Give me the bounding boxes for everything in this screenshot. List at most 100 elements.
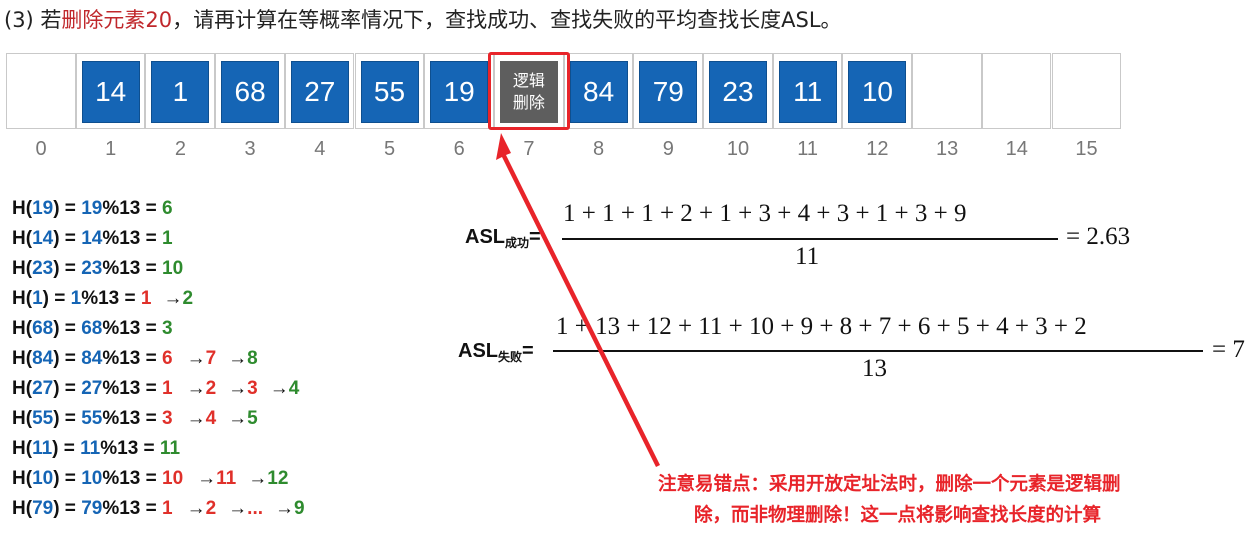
- probe-address: 2: [205, 378, 217, 399]
- probe-address: 11: [159, 438, 181, 459]
- hash-text: 55: [81, 408, 103, 429]
- probe-address: 3: [162, 318, 173, 339]
- hash-text: 10: [81, 468, 103, 489]
- asl-success-symbol: ASL: [465, 226, 505, 248]
- probe-address: 4: [205, 408, 217, 429]
- asl-fail-subscript: 失败: [498, 350, 523, 364]
- hash-line: H(19) = 19%13 = 6: [12, 194, 305, 224]
- hash-text: 11: [32, 438, 53, 459]
- table-index: 10: [726, 138, 750, 160]
- probe-address: 1: [162, 378, 173, 399]
- question-text: (3) 若删除元素20，请再计算在等概率情况下，查找成功、查找失败的平均查找长度…: [4, 4, 842, 34]
- hash-text: 11: [80, 438, 101, 459]
- asl-success-denominator: 11: [795, 243, 820, 270]
- hash-line: H(27) = 27%13 = 1→2→3→4: [12, 374, 305, 404]
- hash-text: H(: [12, 198, 33, 219]
- annotation-note: 注意易错点：采用开放定址法时，删除一个元素是逻辑删 除，而非物理删除！这一点将影…: [658, 469, 1260, 531]
- arrow-shape: [496, 133, 660, 467]
- hash-text: 84: [81, 348, 103, 369]
- table-index: 3: [244, 138, 256, 160]
- hash-text: 19: [32, 198, 54, 219]
- hash-text: 14: [32, 228, 54, 249]
- probe-address: 11: [216, 468, 237, 489]
- hash-text: ) =: [53, 498, 82, 519]
- deleted-marker: 逻辑 删除: [499, 61, 558, 123]
- hash-text: %13 =: [102, 408, 163, 429]
- hash-text: ) =: [53, 348, 82, 369]
- asl-fail-denominator: 13: [862, 355, 887, 382]
- probe-arrow: →: [275, 498, 295, 519]
- hash-text: 27: [32, 378, 54, 399]
- hash-text: H(: [12, 498, 33, 519]
- hash-text: 1: [32, 288, 43, 309]
- table-index: 15: [1075, 138, 1098, 160]
- table-cell: [1051, 53, 1122, 129]
- table-value: 11: [778, 61, 837, 123]
- hash-text: 14: [81, 228, 103, 249]
- probe-arrow: →: [186, 498, 206, 519]
- hash-line: H(10) = 10%13 = 10→11→12: [12, 464, 305, 494]
- hash-line: H(11) = 11%13 = 11: [12, 434, 305, 464]
- table-cell: 84: [563, 53, 634, 129]
- hash-text: ) =: [53, 378, 82, 399]
- hash-text: H(: [12, 378, 33, 399]
- hash-line: H(68) = 68%13 = 3: [12, 314, 305, 344]
- probe-address: 1: [162, 498, 173, 519]
- hash-text: H(: [12, 468, 33, 489]
- probe-arrow: →: [228, 498, 248, 519]
- probe-arrow: →: [186, 408, 206, 429]
- probe-address: 7: [205, 348, 217, 369]
- hash-text: 68: [32, 318, 54, 339]
- table-index: 14: [1005, 138, 1028, 160]
- probe-address: 4: [288, 378, 300, 399]
- hash-line: H(55) = 55%13 = 3→4→5: [12, 404, 305, 434]
- table-cell: [912, 53, 982, 129]
- hash-line: H(23) = 23%13 = 10: [12, 254, 305, 284]
- hash-line: H(1) = 1%13 = 1→2: [12, 284, 305, 314]
- table-index: 12: [866, 138, 889, 160]
- probe-arrow: →: [248, 468, 268, 489]
- table-cell: 79: [633, 53, 703, 129]
- table-index: 7: [523, 138, 535, 160]
- hash-text: 68: [81, 318, 103, 339]
- hash-text: %13 =: [102, 348, 163, 369]
- table-cell: 11: [772, 53, 843, 129]
- hash-text: ) =: [52, 438, 81, 459]
- probe-arrow: →: [197, 468, 217, 489]
- hash-line: H(14) = 14%13 = 1: [12, 224, 305, 254]
- table-index: 4: [314, 138, 326, 160]
- note-line-1: 注意易错点：采用开放定址法时，删除一个元素是逻辑删: [658, 474, 1121, 495]
- hash-line: H(84) = 84%13 = 6→7→8: [12, 344, 305, 374]
- hash-text: H(: [12, 288, 33, 309]
- probe-address: 6: [162, 348, 173, 369]
- hash-text: 79: [81, 498, 103, 519]
- table-value: 84: [569, 61, 628, 123]
- table-index: 9: [662, 138, 674, 160]
- table-value: 79: [639, 61, 698, 123]
- asl-fail-equals: =: [522, 340, 534, 362]
- table-cell: 68: [215, 53, 285, 129]
- hash-text: ) =: [42, 288, 71, 309]
- probe-arrow: →: [228, 408, 248, 429]
- hash-text: 55: [32, 408, 54, 429]
- asl-fail-symbol: ASL: [458, 340, 498, 362]
- table-cell: [981, 53, 1052, 129]
- probe-address: 10: [162, 468, 184, 489]
- probe-address: 5: [247, 408, 258, 429]
- hash-text: H(: [12, 318, 33, 339]
- table-cell: 10: [842, 53, 913, 129]
- asl-success-numerator: 1 + 1 + 1 + 2 + 1 + 3 + 4 + 3 + 1 + 3 + …: [563, 200, 967, 227]
- probe-arrow: →: [269, 378, 289, 399]
- hash-line: H(79) = 79%13 = 1→2→...→9: [12, 494, 305, 524]
- probe-arrow: →: [186, 378, 206, 399]
- hash-text: %13 =: [102, 198, 163, 219]
- asl-success-equals: =: [529, 226, 541, 248]
- table-value: 10: [848, 61, 907, 123]
- hash-text: %13 =: [102, 498, 163, 519]
- hash-text: %13 =: [102, 318, 163, 339]
- deleted-slot-highlight: [488, 52, 570, 130]
- hash-text: 27: [81, 378, 103, 399]
- probe-address: 10: [162, 258, 184, 279]
